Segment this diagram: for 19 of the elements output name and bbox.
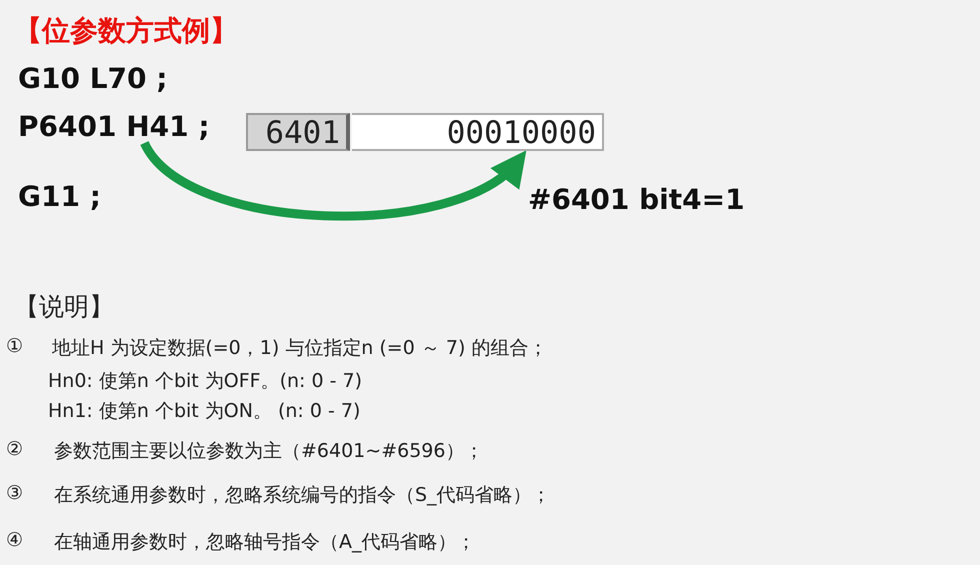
- note-text: 地址H 为设定数据(=0，1) 与位指定n (=0 ～ 7) 的组合；: [52, 336, 548, 361]
- note-text: 在轴通用参数时，忽略轴号指令（A_代码省略）；: [54, 530, 476, 555]
- note-text: 在系统通用参数时，忽略系统编号的指令（S_代码省略）；: [54, 483, 551, 508]
- circled-number: ④: [6, 529, 24, 551]
- section-heading: 【说明】: [14, 291, 114, 323]
- note-text: 参数范围主要以位参数为主（#6401~#6596）；: [54, 439, 484, 464]
- circled-number: ②: [6, 438, 24, 460]
- note-text: Hn1: 使第n 个bit 为ON。 (n: 0 - 7): [48, 399, 360, 424]
- code-line: G11 ;: [18, 180, 101, 213]
- code-line: P6401 H41 ;: [18, 110, 210, 143]
- result-text: #6401 bit4=1: [528, 183, 745, 216]
- circled-number: ①: [6, 335, 24, 357]
- parameter-number-cell: 6401: [246, 113, 350, 151]
- code-line: G10 L70 ;: [18, 62, 168, 95]
- parameter-value-cell: 00010000: [352, 113, 604, 151]
- heading: 【位参数方式例】: [14, 13, 238, 49]
- curved-arrow: [140, 140, 528, 220]
- circled-number: ③: [6, 482, 24, 504]
- note-text: Hn0: 使第n 个bit 为OFF。(n: 0 - 7): [48, 369, 362, 394]
